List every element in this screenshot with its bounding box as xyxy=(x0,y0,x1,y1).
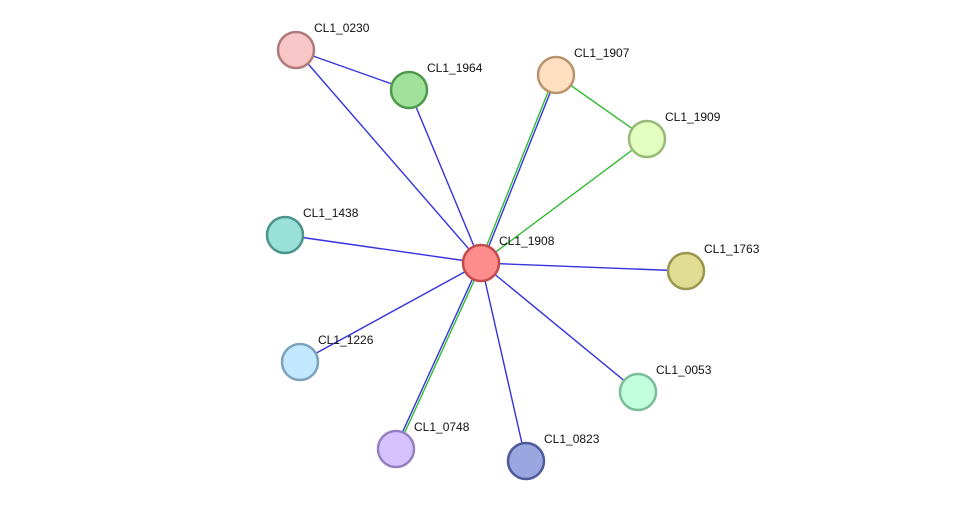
node-CL1_0053[interactable]: CL1_0053 xyxy=(618,363,712,412)
node-label: CL1_1909 xyxy=(665,110,721,124)
node-label: CL1_0823 xyxy=(544,432,600,446)
edge-CL1_0230-CL1_1908 xyxy=(295,49,482,264)
edge-CL1_0748-CL1_1908 xyxy=(394,262,483,450)
node-CL1_0230[interactable]: CL1_0230 xyxy=(276,21,370,70)
node-label: CL1_1763 xyxy=(704,242,760,256)
node-label: CL1_0053 xyxy=(656,363,712,377)
node-CL1_1964[interactable]: CL1_1964 xyxy=(389,61,483,110)
edge-CL1_0230-CL1_1964 xyxy=(295,49,410,91)
edge-line xyxy=(479,74,556,263)
node-label: CL1_1438 xyxy=(303,206,359,220)
node-circle[interactable] xyxy=(280,342,320,382)
node-label: CL1_1908 xyxy=(499,234,555,248)
edge-line xyxy=(480,262,639,393)
node-circle[interactable] xyxy=(627,119,667,159)
node-label: CL1_0230 xyxy=(314,21,370,35)
node-circle[interactable] xyxy=(666,251,706,291)
edge-line xyxy=(481,75,558,264)
edge-line xyxy=(408,89,482,264)
edge-line xyxy=(295,49,482,264)
node-circle[interactable] xyxy=(389,70,429,110)
edge-line xyxy=(394,262,481,449)
node-circle[interactable] xyxy=(376,429,416,469)
node-CL1_1226[interactable]: CL1_1226 xyxy=(280,333,374,382)
node-CL1_1438[interactable]: CL1_1438 xyxy=(265,206,359,255)
node-circle[interactable] xyxy=(536,55,576,95)
node-circle[interactable] xyxy=(265,215,305,255)
edge-line xyxy=(284,234,482,264)
edge-CL1_1907-CL1_1908 xyxy=(479,74,558,264)
edge-CL1_0053-CL1_1908 xyxy=(480,262,639,393)
node-circle[interactable] xyxy=(461,243,501,283)
node-CL1_1908[interactable]: CL1_1908 xyxy=(461,234,555,283)
node-circle[interactable] xyxy=(618,372,658,412)
node-label: CL1_0748 xyxy=(414,420,470,434)
edge-line xyxy=(480,138,648,264)
node-CL1_0748[interactable]: CL1_0748 xyxy=(376,420,470,469)
node-CL1_0823[interactable]: CL1_0823 xyxy=(506,432,600,481)
edge-CL1_1909-CL1_1908 xyxy=(480,138,648,264)
node-CL1_1909[interactable]: CL1_1909 xyxy=(627,110,721,159)
edge-CL1_1964-CL1_1908 xyxy=(408,89,482,264)
node-label: CL1_1226 xyxy=(318,333,374,347)
edge-CL1_0823-CL1_1908 xyxy=(480,262,527,462)
node-circle[interactable] xyxy=(276,30,316,70)
node-CL1_1907[interactable]: CL1_1907 xyxy=(536,46,630,95)
edge-line xyxy=(480,262,687,272)
edge-CL1_1226-CL1_1908 xyxy=(299,262,482,363)
node-CL1_1763[interactable]: CL1_1763 xyxy=(666,242,760,291)
edge-line xyxy=(295,49,410,91)
node-label: CL1_1907 xyxy=(574,46,630,60)
node-label: CL1_1964 xyxy=(427,61,483,75)
edge-line xyxy=(299,262,482,363)
edge-CL1_1438-CL1_1908 xyxy=(284,234,482,264)
edge-CL1_1763-CL1_1908 xyxy=(480,262,687,272)
edge-line xyxy=(396,263,483,450)
node-circle[interactable] xyxy=(506,441,546,481)
edge-line xyxy=(480,262,527,462)
